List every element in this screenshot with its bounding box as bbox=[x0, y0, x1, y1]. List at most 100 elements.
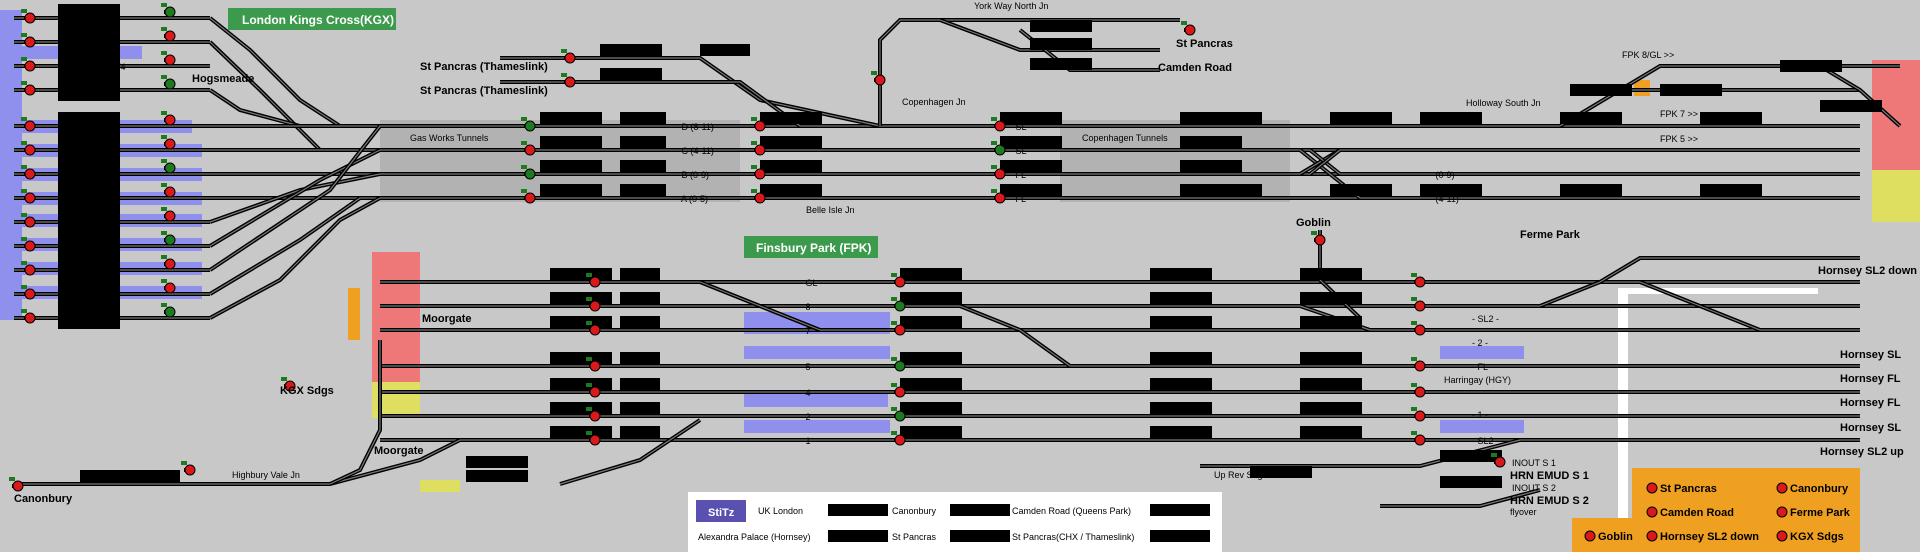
signal[interactable] bbox=[586, 297, 601, 312]
signal[interactable] bbox=[21, 189, 36, 204]
signal[interactable] bbox=[21, 9, 36, 24]
train-berth[interactable] bbox=[1330, 112, 1392, 124]
train-berth[interactable] bbox=[1000, 160, 1062, 172]
train-berth[interactable] bbox=[620, 292, 660, 304]
signal[interactable] bbox=[161, 75, 176, 90]
signal[interactable] bbox=[991, 165, 1006, 180]
train-berth[interactable] bbox=[466, 456, 528, 468]
signal[interactable] bbox=[586, 357, 601, 372]
signal[interactable] bbox=[586, 431, 601, 446]
signal[interactable] bbox=[161, 207, 176, 222]
train-berth[interactable] bbox=[1000, 112, 1062, 124]
signal[interactable] bbox=[586, 273, 601, 288]
train-berth[interactable] bbox=[760, 184, 822, 196]
platform-berth[interactable] bbox=[58, 197, 120, 209]
signal[interactable] bbox=[891, 407, 906, 422]
signal[interactable] bbox=[521, 117, 536, 132]
exit-button-st-pancras[interactable]: St Pancras bbox=[1646, 482, 1717, 495]
platform-berth[interactable] bbox=[58, 65, 120, 77]
platform-berth[interactable] bbox=[58, 28, 120, 40]
train-berth[interactable] bbox=[1150, 292, 1212, 304]
signal[interactable] bbox=[161, 3, 176, 18]
signal[interactable] bbox=[561, 73, 576, 88]
signal[interactable] bbox=[21, 285, 36, 300]
signal[interactable] bbox=[586, 383, 601, 398]
signal[interactable] bbox=[891, 383, 906, 398]
signal[interactable] bbox=[21, 117, 36, 132]
signal[interactable] bbox=[891, 357, 906, 372]
train-berth[interactable] bbox=[1440, 476, 1502, 488]
train-berth[interactable] bbox=[1300, 268, 1362, 280]
train-berth[interactable] bbox=[900, 292, 962, 304]
train-berth[interactable] bbox=[80, 470, 142, 482]
signal[interactable] bbox=[521, 141, 536, 156]
signal[interactable] bbox=[21, 57, 36, 72]
train-berth[interactable] bbox=[900, 378, 962, 390]
platform-berth[interactable] bbox=[58, 293, 120, 305]
platform-berth[interactable] bbox=[58, 149, 120, 161]
train-berth[interactable] bbox=[1330, 184, 1392, 196]
signal[interactable] bbox=[991, 141, 1006, 156]
exit-button-hornsey-sl2-down[interactable]: Hornsey SL2 down bbox=[1646, 530, 1759, 543]
platform-berth[interactable] bbox=[58, 304, 120, 316]
train-berth[interactable] bbox=[550, 378, 612, 390]
signal[interactable] bbox=[161, 51, 176, 66]
signal[interactable] bbox=[161, 255, 176, 270]
train-berth[interactable] bbox=[1700, 184, 1762, 196]
train-berth[interactable] bbox=[1150, 402, 1212, 414]
legend-berth-camden[interactable] bbox=[950, 504, 1010, 516]
train-berth[interactable] bbox=[1180, 160, 1242, 172]
platform-berth[interactable] bbox=[58, 269, 120, 281]
signal[interactable] bbox=[1411, 407, 1426, 422]
train-berth[interactable] bbox=[900, 426, 962, 438]
train-berth[interactable] bbox=[1300, 292, 1362, 304]
train-berth[interactable] bbox=[1150, 426, 1212, 438]
train-berth[interactable] bbox=[620, 268, 660, 280]
platform-berth[interactable] bbox=[58, 184, 120, 196]
platform-berth[interactable] bbox=[58, 160, 120, 172]
signal[interactable] bbox=[1181, 21, 1196, 36]
platform-berth[interactable] bbox=[58, 208, 120, 220]
train-berth[interactable] bbox=[1780, 60, 1842, 72]
signal[interactable] bbox=[21, 33, 36, 48]
train-berth[interactable] bbox=[1030, 58, 1092, 70]
signal[interactable] bbox=[21, 309, 36, 324]
signal[interactable] bbox=[1491, 453, 1506, 468]
platform-berth[interactable] bbox=[58, 221, 120, 233]
signal[interactable] bbox=[891, 431, 906, 446]
signal[interactable] bbox=[891, 321, 906, 336]
train-berth[interactable] bbox=[1660, 84, 1722, 96]
train-berth[interactable] bbox=[1030, 38, 1092, 50]
train-berth[interactable] bbox=[900, 402, 962, 414]
platform-berth[interactable] bbox=[58, 89, 120, 101]
signal[interactable] bbox=[1411, 357, 1426, 372]
signal[interactable] bbox=[586, 407, 601, 422]
signal[interactable] bbox=[521, 189, 536, 204]
signal[interactable] bbox=[161, 111, 176, 126]
train-berth[interactable] bbox=[620, 402, 660, 414]
legend-berth-stp-chx[interactable] bbox=[950, 530, 1010, 542]
platform-berth[interactable] bbox=[58, 4, 120, 16]
signal[interactable] bbox=[586, 321, 601, 336]
train-berth[interactable] bbox=[140, 470, 180, 482]
signal[interactable] bbox=[561, 49, 576, 64]
train-berth[interactable] bbox=[760, 136, 822, 148]
train-berth[interactable] bbox=[1250, 466, 1312, 478]
signal[interactable] bbox=[1411, 321, 1426, 336]
train-berth[interactable] bbox=[1300, 316, 1362, 328]
train-berth[interactable] bbox=[1820, 100, 1882, 112]
train-berth[interactable] bbox=[760, 112, 822, 124]
train-berth[interactable] bbox=[1000, 184, 1062, 196]
signal[interactable] bbox=[9, 477, 24, 492]
train-berth[interactable] bbox=[1570, 84, 1632, 96]
exit-button-goblin[interactable]: Goblin bbox=[1584, 530, 1633, 543]
signal[interactable] bbox=[891, 297, 906, 312]
train-berth[interactable] bbox=[1560, 184, 1622, 196]
signal[interactable] bbox=[21, 81, 36, 96]
signal[interactable] bbox=[161, 303, 176, 318]
signal[interactable] bbox=[871, 71, 886, 86]
signal[interactable] bbox=[21, 237, 36, 252]
exit-button-kgx-sdgs[interactable]: KGX Sdgs bbox=[1776, 530, 1844, 543]
train-berth[interactable] bbox=[1300, 426, 1362, 438]
train-berth[interactable] bbox=[620, 378, 660, 390]
